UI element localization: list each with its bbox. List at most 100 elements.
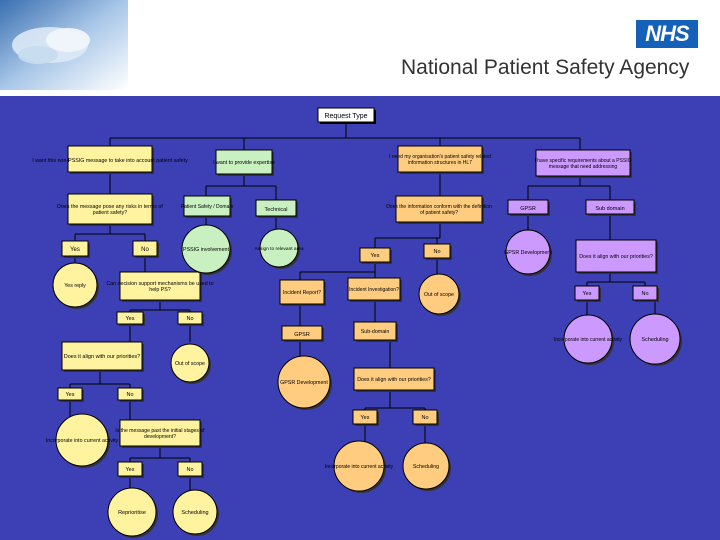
- branch3-no2-box: No: [412, 409, 439, 426]
- branch2-assign-label: Assign to relevant area: [254, 246, 303, 252]
- branch4-q1-label: I have specific requirements about a PSS…: [535, 158, 632, 170]
- branch3-subdomain-label: Sub-domain: [361, 329, 390, 335]
- header: NHS National Patient Safety Agency: [0, 0, 720, 96]
- branch1-no4-label: No: [186, 467, 193, 473]
- branch1-reprioritise-circle: Reprioritise: [107, 487, 158, 538]
- branch2-technical-label: Technical: [265, 207, 288, 213]
- branch2-q1-label: I want to provide expertise: [213, 160, 275, 166]
- branch4-incorporate-label: Incorporate into current activity: [554, 337, 623, 343]
- branch3-yes-label: Yes: [371, 253, 380, 259]
- branch3-subdomain-box: Sub-domain: [353, 321, 398, 342]
- branch4-gpsr-label: GPSR: [520, 206, 536, 212]
- branch1-incorporate-label: Incorporate into current activity: [46, 438, 119, 444]
- branch1-q2-label: Does the message pose any risks in terms…: [57, 204, 163, 216]
- branch3-incorporate-circle: Incorporate into current activity: [325, 440, 394, 493]
- request-type-label: Request Type: [324, 113, 367, 120]
- branch1-q3-label: Can decision support mechanisms be used …: [106, 281, 213, 293]
- branch1-q4-box: Does it align with our priorities?: [61, 341, 144, 372]
- branch3-no-box: No: [423, 243, 452, 260]
- branch4-gpsr-dev-label: GPSR Development: [504, 250, 552, 256]
- branch4-no-box: No: [632, 285, 659, 302]
- branch3-incident-report-box: Incident Report?: [279, 279, 326, 306]
- branch1-q5-box: Is the message past the initial stages o…: [115, 419, 205, 448]
- branch4-q1-box: I have specific requirements about a PSS…: [535, 149, 632, 178]
- branch2-technical-box: Technical: [255, 199, 298, 218]
- branch1-no2-box: No: [177, 311, 204, 326]
- branch1-yes-reply-circle: Yes reply: [52, 262, 99, 309]
- branch1-incorporate-circle: Incorporate into current activity: [46, 413, 119, 468]
- branch3-q1-box: I need my organisation's patient safety …: [389, 145, 491, 174]
- branch1-scheduling-label: Scheduling: [181, 510, 208, 516]
- branch1-q1-label: I want this non-PSSIG message to take in…: [32, 158, 188, 164]
- branch4-incorporate-circle: Incorporate into current activity: [554, 314, 623, 365]
- connectors: [69, 122, 656, 492]
- branch3-q3-box: Does it align with our priorities?: [353, 367, 436, 392]
- flowchart-canvas: Request Type I want this non-PSSIG messa…: [0, 96, 720, 540]
- branch4-scheduling-label: Scheduling: [641, 337, 668, 343]
- branch1-q2-box: Does the message pose any risks in terms…: [57, 193, 163, 226]
- branch3-incident-report-label: Incident Report?: [283, 290, 321, 296]
- branch3-yes2-label: Yes: [361, 415, 370, 421]
- branch3-q1-label: I need my organisation's patient safety …: [389, 154, 491, 166]
- branch2-pssig-label: PSSIG involvement: [183, 247, 229, 253]
- branch3-gpsr-dev-circle: GPSR Development: [277, 355, 332, 410]
- branch1-no4-box: No: [177, 461, 204, 478]
- hands-photo: [0, 0, 128, 90]
- branch2-patient-safety-box: Patient Safety / Domain: [181, 195, 234, 218]
- branch3-incorporate-label: Incorporate into current activity: [325, 464, 394, 470]
- branch3-yes-box: Yes: [359, 247, 392, 264]
- branch3-out-of-scope-circle: Out of scope: [418, 273, 461, 316]
- nhs-logo: NHS: [636, 20, 698, 48]
- branch1-yes2-label: Yes: [126, 316, 135, 322]
- branch3-gpsr-dev-label: GPSR Development: [280, 380, 328, 386]
- branch4-scheduling-circle: Scheduling: [629, 313, 682, 366]
- branch3-scheduling-label: Scheduling: [413, 464, 439, 470]
- branch2-pssig-circle: PSSIG involvement: [181, 224, 232, 275]
- branch1-yes-reply-label: Yes reply: [64, 283, 86, 289]
- flowchart: Request Type I want this non-PSSIG messa…: [32, 107, 682, 538]
- branch1-yes-label: Yes: [70, 247, 80, 253]
- branch3-q3-label: Does it align with our priorities?: [357, 377, 431, 383]
- branch4-gpsr-box: GPSR: [507, 199, 550, 216]
- branch1-yes-box: Yes: [61, 240, 90, 258]
- branch1-q5-label: Is the message past the initial stages o…: [115, 428, 205, 440]
- branch4-no-label: No: [641, 291, 648, 297]
- branch1-yes2-box: Yes: [116, 311, 145, 326]
- branch1-no-box: No: [132, 240, 159, 258]
- branch3-no-label: No: [433, 249, 440, 255]
- branch1-no-label: No: [141, 247, 149, 253]
- request-type-box: Request Type: [317, 107, 376, 124]
- branch3-yes2-box: Yes: [352, 409, 379, 426]
- branch3-q2-box: Does the information conform with the de…: [386, 195, 492, 224]
- branch1-scheduling-circle: Scheduling: [172, 489, 219, 536]
- branch2-q1-box: I want to provide expertise: [213, 149, 275, 176]
- branch1-out-of-scope-circle: Out of scope: [170, 343, 211, 384]
- branch1-no3-box: No: [117, 387, 144, 402]
- agency-name: National Patient Safety Agency: [401, 56, 690, 79]
- branch1-q3-box: Can decision support mechanisms be used …: [106, 271, 214, 302]
- branch1-no3-label: No: [126, 392, 133, 398]
- branch4-subdomain-label: Sub domain: [595, 206, 624, 212]
- branch4-yes-label: Yes: [583, 291, 592, 297]
- branch3-incident-investigation-box: Incident Investigation?: [347, 277, 402, 302]
- branch3-gpsr-label: GPSR: [294, 332, 310, 338]
- branch1-yes3-label: Yes: [66, 392, 75, 398]
- branch3-no2-label: No: [421, 415, 428, 421]
- branch4-gpsr-dev-circle: GPSR Development: [504, 229, 552, 276]
- branch1-yes3-box: Yes: [57, 387, 84, 402]
- branch3-incident-investigation-label: Incident Investigation?: [349, 287, 399, 293]
- svg-text:I want this non-PSSIG message: I want this non-PSSIG message to take in…: [32, 158, 188, 164]
- branch1-q4-label: Does it align with our priorities?: [64, 354, 140, 360]
- branch4-yes-box: Yes: [574, 285, 601, 302]
- branch1-reprioritise-label: Reprioritise: [118, 510, 146, 516]
- branch3-gpsr-box: GPSR: [281, 325, 324, 342]
- branch1-yes4-label: Yes: [126, 467, 135, 473]
- branch3-scheduling-circle: Scheduling: [402, 442, 451, 491]
- branch2-assign-circle: Assign to relevant area: [254, 228, 304, 269]
- branch4-q2-box: Does it align with our priorities?: [575, 239, 658, 274]
- branch3-q2-label: Does the information conform with the de…: [386, 204, 492, 216]
- branch2-patient-safety-label: Patient Safety / Domain: [181, 204, 234, 210]
- branch1-yes4-box: Yes: [117, 461, 144, 478]
- branch4-q2-label: Does it align with our priorities?: [579, 254, 653, 260]
- branch1-no2-label: No: [186, 316, 193, 322]
